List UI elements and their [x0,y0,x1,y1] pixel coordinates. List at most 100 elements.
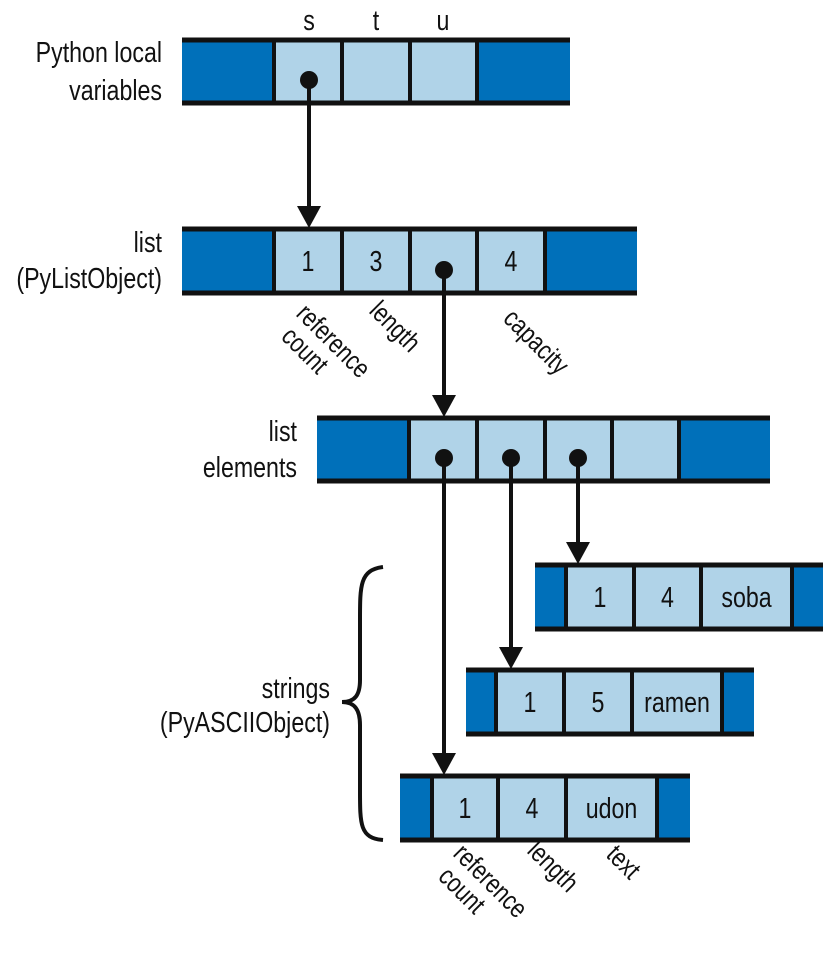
cell [612,418,679,481]
arrowhead-icon [297,206,321,228]
cell [498,776,566,840]
cell-value: 4 [505,244,518,277]
cell-value-group: 4 [505,244,518,277]
cell-value: 4 [526,791,539,824]
trailer-block [679,418,770,481]
field-label-text-group: text [600,840,646,886]
list-object-label: list [134,225,163,258]
trailer-block [545,229,637,293]
cell [564,670,632,734]
field-label-length: length [521,836,584,899]
pointer-dot-icon [435,261,453,279]
pointer-dot-icon [569,449,587,467]
cell-value-group: 4 [526,791,539,824]
field-label-length: length [363,296,426,359]
var-name-s-group: s [303,3,315,36]
list-elements-label-group: list [269,414,298,447]
arrowhead-icon [432,753,456,775]
cell-value-group: 4 [661,580,674,613]
var-name-t-group: t [373,3,380,36]
cell-value-group: 3 [370,244,383,277]
header-block [317,418,409,481]
list-elements-label: list [269,414,298,447]
cell-value: soba [721,580,772,613]
list-object-row [182,226,637,296]
var-name-s: s [303,3,315,36]
cell-value: ramen [644,685,710,718]
arrowhead-icon [566,542,590,564]
strings-label: (PyASCIIObject) [160,705,330,738]
header-block [535,565,566,629]
cell [496,670,564,734]
cell [342,40,410,103]
cell [410,40,477,103]
field-label-length-group: length [363,296,426,359]
cell [432,776,498,840]
cell-value: 1 [302,244,315,277]
trailer-block [722,670,754,734]
field-label-length-group: length [521,836,584,899]
cell-value-group: 1 [302,244,315,277]
list-elements-row [317,415,770,484]
cell-value: udon [586,791,638,824]
pointer-dot-icon [435,449,453,467]
cell [566,565,634,629]
cell [566,776,657,840]
var-name-t: t [373,3,380,36]
cell-value: 1 [459,791,472,824]
list-object-label-group: (PyListObject) [16,261,162,294]
cell-value: 1 [524,685,537,718]
list-object-label: (PyListObject) [16,261,162,294]
string-udon-row [400,773,690,843]
arrowhead-icon [499,647,523,669]
cell-value-group: udon [586,791,638,824]
var-name-u: u [437,3,450,36]
var-name-u-group: u [437,3,450,36]
locals-label-group: variables [69,73,162,106]
string-soba-row [535,562,823,632]
cell-value-group: 1 [524,685,537,718]
field-label-capacity: capacity [497,304,575,382]
trailer-block [477,40,570,103]
field-label-capacity-group: capacity [497,304,575,382]
cell-value-group: soba [721,580,772,613]
cell-value: 4 [661,580,674,613]
header-block [466,670,496,734]
strings-label-group: (PyASCIIObject) [160,705,330,738]
cell-value-group: 1 [459,791,472,824]
arrowhead-icon [432,395,456,417]
cell [342,229,410,293]
header-block [182,229,274,293]
cell-value-group: ramen [644,685,710,718]
cell-value: 3 [370,244,383,277]
pointer-dot-icon [300,71,318,89]
list-elements-label-group: elements [203,450,297,483]
list-elements-label: elements [203,450,297,483]
locals-label-group: Python local [36,35,162,68]
trailer-block [792,565,823,629]
list-object-label-group: list [134,225,163,258]
curly-brace-icon [341,565,384,842]
cell [632,670,722,734]
locals-label: Python local [36,35,162,68]
cell [701,565,792,629]
cell-value: 1 [594,580,607,613]
cell-value: 5 [592,685,605,718]
cell [477,229,545,293]
header-block [400,776,432,840]
header-block [182,40,274,103]
locals-label: variables [69,73,162,106]
pointer-dot-icon [502,449,520,467]
strings-label-group: strings [262,671,330,704]
string-ramen-row [466,667,754,737]
cell [274,229,342,293]
strings-label: strings [262,671,330,704]
locals-row [182,37,570,106]
cell-value-group: 5 [592,685,605,718]
field-label-text: text [600,840,646,886]
trailer-block [657,776,690,840]
cell-value-group: 1 [594,580,607,613]
cell [634,565,701,629]
